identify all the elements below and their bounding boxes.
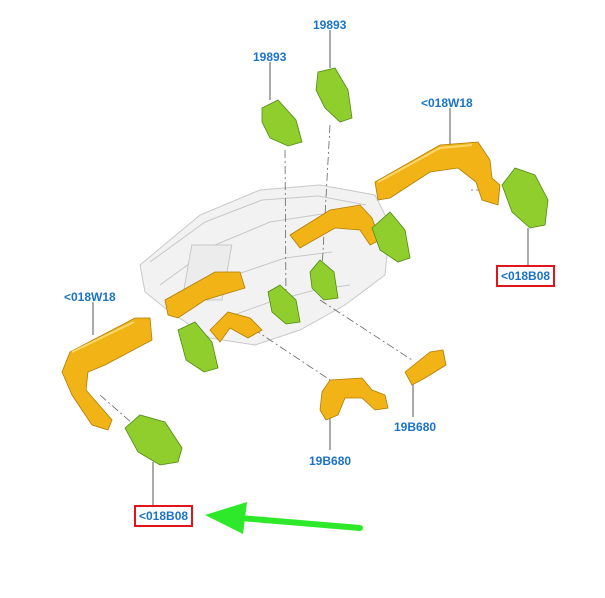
leader-lines xyxy=(92,30,529,506)
green-arrow xyxy=(205,502,363,534)
left-air-duct xyxy=(61,317,153,431)
label-19b680-right[interactable]: 19B680 xyxy=(394,420,437,434)
small-duct-right xyxy=(404,349,447,386)
label-19893-top-left[interactable]: 19893 xyxy=(253,50,287,64)
label-018b08-right[interactable]: <018B08 xyxy=(496,265,556,287)
vent-top-right xyxy=(315,67,353,123)
center-air-duct xyxy=(164,204,381,319)
small-duct-center xyxy=(209,311,389,421)
vent-center-a xyxy=(309,259,339,301)
label-018b08-bottom[interactable]: <018B08 xyxy=(134,505,194,527)
vent-center-b xyxy=(267,284,301,325)
vent-right-inner xyxy=(371,211,411,263)
label-018w18-left[interactable]: <018W18 xyxy=(64,290,116,304)
upper-right-air-duct xyxy=(374,141,501,206)
vent-right-outer xyxy=(501,167,549,229)
label-19b680-center[interactable]: 19B680 xyxy=(309,454,352,468)
air-vents xyxy=(124,67,549,466)
label-19893-top-right[interactable]: 19893 xyxy=(313,18,347,32)
vent-left-inner xyxy=(177,321,219,373)
vent-top-left xyxy=(261,99,303,147)
vent-left-outer xyxy=(124,414,183,466)
label-018w18-upper-right[interactable]: <018W18 xyxy=(421,96,473,110)
